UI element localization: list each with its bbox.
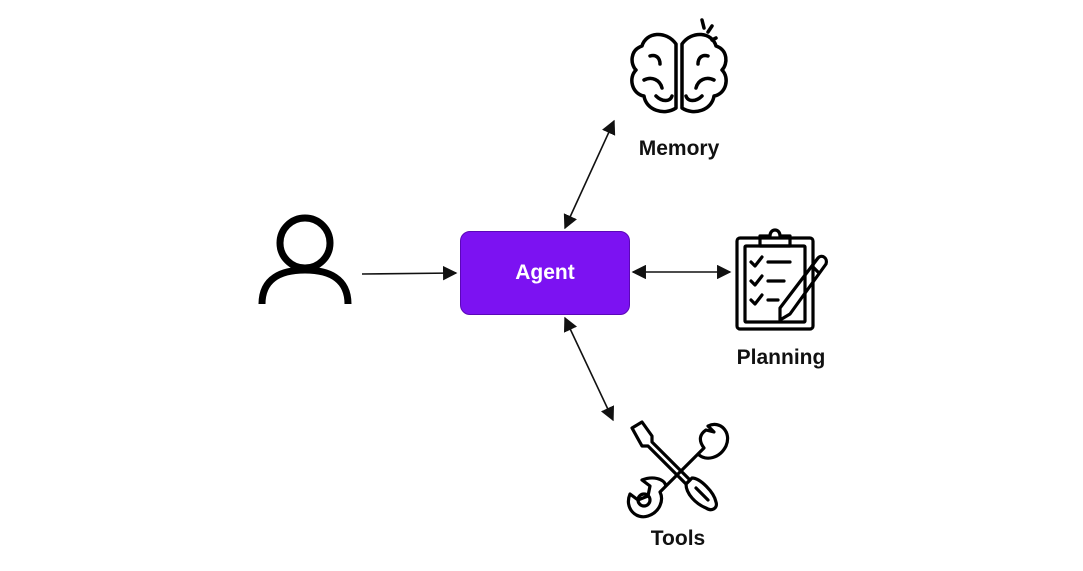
edge-agent-tools <box>564 316 614 422</box>
clipboard-checklist-icon <box>735 228 828 331</box>
memory-label: Memory <box>638 137 720 160</box>
edge-agent-memory <box>563 119 616 230</box>
tools-label: Tools <box>650 527 706 550</box>
planning-label: Planning <box>736 346 826 369</box>
user-icon <box>258 214 352 305</box>
brain-icon <box>630 18 728 114</box>
wrench-screwdriver-icon <box>626 420 730 519</box>
agent-node: Agent <box>460 231 630 315</box>
edge-user-agent <box>361 265 458 281</box>
agent-label: Agent <box>515 261 575 284</box>
